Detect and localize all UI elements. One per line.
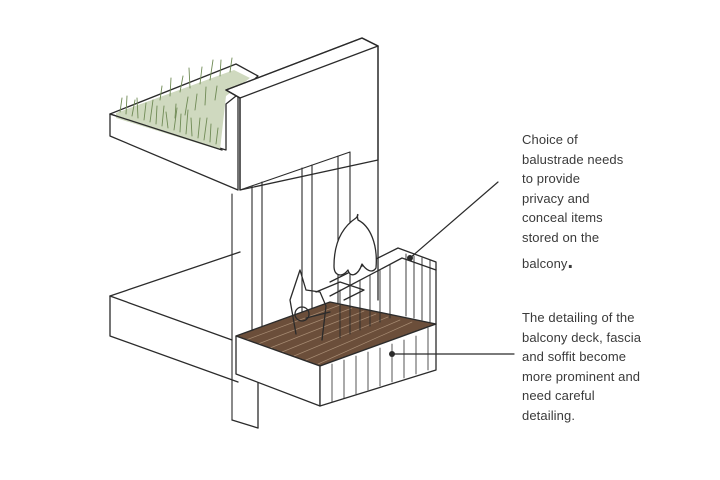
- roof-planter: [109, 63, 259, 191]
- annotation-line: Choice of: [522, 132, 578, 147]
- leader-dot: [407, 255, 413, 261]
- annotation-deck: The detailing of the balcony deck, fasci…: [522, 308, 641, 426]
- balcony-fascia: [235, 323, 437, 407]
- leader-dot: [389, 351, 395, 357]
- annotation-line: privacy and: [522, 190, 590, 206]
- annotation-line: balcony: [522, 255, 568, 271]
- glazed-door: [231, 151, 351, 421]
- chair: [289, 269, 365, 341]
- annotation-line: balustrade needs: [522, 151, 624, 167]
- annotation-line: The detailing of the: [522, 310, 635, 325]
- annotation-line: more prominent and: [522, 368, 641, 384]
- annotation-line: balcony deck, fascia: [522, 329, 642, 345]
- grass-texture: [119, 57, 233, 145]
- annotation-line: to provide: [522, 171, 581, 187]
- annotation-line: conceal items: [522, 210, 603, 226]
- leader-lines: [391, 181, 515, 355]
- annotation-line: and soffit become: [522, 349, 627, 365]
- annotation-line: need careful: [522, 388, 595, 404]
- annotation-trailing-period: .: [567, 250, 574, 273]
- annotation-line: detailing.: [522, 407, 576, 423]
- annotation-balustrade: Choice of balustrade needs to provide pr…: [522, 130, 623, 273]
- annotation-line: stored on the: [522, 229, 600, 245]
- balustrade: [329, 247, 437, 339]
- lower-slab: [109, 251, 259, 429]
- figure-silhouette: [333, 213, 377, 276]
